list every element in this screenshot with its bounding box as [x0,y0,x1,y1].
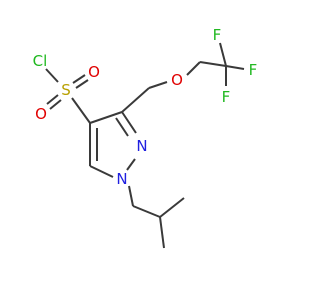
bond-o-ch2 [186,61,201,76]
bond-s-o-bottom-2 [49,99,62,110]
atom-oxygen-sulfonyl-top: O [88,63,100,81]
molecule-structure-diagram: Cl S O O O N N F F F [33,26,258,249]
atom-oxygen-ether: O [171,71,183,89]
atom-fluorine-bottom: F [222,88,231,106]
bond-c-f-top-left [219,42,227,67]
bond-s-o-bottom-1 [46,94,59,105]
bond-ch-ch3-right [159,197,185,218]
atom-chlorine: Cl [33,52,48,70]
bond-cl-s [45,68,59,83]
bond-ch2-cf3 [199,61,227,67]
bond-ch2-o [148,81,168,89]
bond-c4-c3 [89,111,123,124]
bond-s-c4 [71,97,91,124]
bond-ch-ch3-down [159,216,165,249]
bond-s-o-top-2 [75,79,89,89]
atom-oxygen-sulfonyl-bottom: O [35,105,47,123]
atom-sulfur: S [61,81,71,99]
bond-ch2-ch [132,205,161,218]
atom-nitrogen-1: N [116,170,127,188]
bond-c3-n2-1 [121,111,137,134]
atom-labels: Cl S O O O N N F F F [33,26,258,188]
atom-fluorine-top-right: F [249,61,258,79]
bond-n1-c5 [89,165,114,178]
atom-nitrogen-2: N [136,137,147,155]
bond-n1-ch2 [128,185,134,207]
atom-fluorine-top-left: F [213,26,222,44]
bond-c3-ch2 [121,87,150,113]
bond-c3-n2-2 [115,117,129,137]
bonds [45,42,245,249]
bond-c-f-top-right [225,65,245,70]
bond-s-o-top-1 [72,74,86,84]
bond-n2-n1 [126,158,136,171]
